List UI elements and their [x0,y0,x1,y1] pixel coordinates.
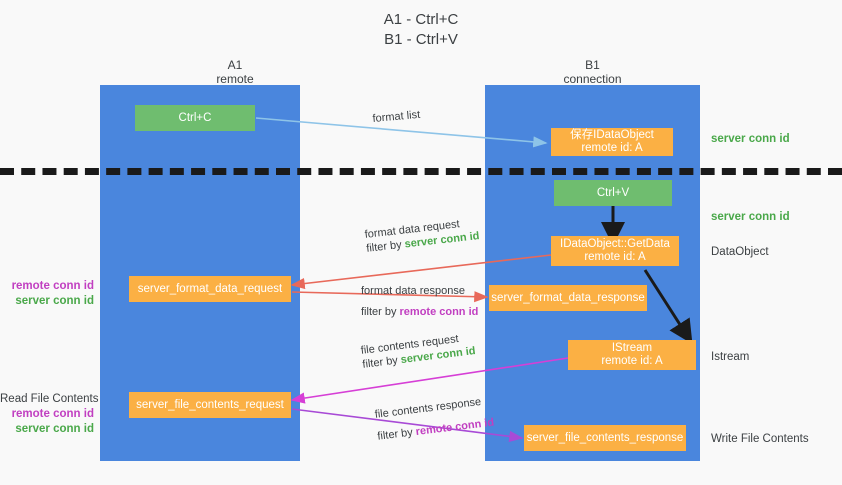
edge-label-format-data-response: format data response filter by remote co… [361,284,478,319]
node-server-file-contents-response[interactable]: server_file_contents_response [524,425,686,451]
node-server-format-data-response-label: server_format_data_response [491,291,645,304]
lane-header-b1-sub: connection [563,72,622,86]
lane-header-a1-sub: remote [216,72,254,86]
node-ctrl-v[interactable]: Ctrl+V [554,180,672,206]
node-save-idataobject-line2: remote id: A [581,142,643,154]
annotation-write-file-contents: Write File Contents [711,433,809,445]
node-ctrl-c[interactable]: Ctrl+C [135,105,255,131]
filter-prefix: filter by [365,238,406,255]
edge-label-format-list-text: format list [372,108,421,125]
filter-prefix: filter by [361,354,402,371]
node-idataobject-getdata-line1: IDataObject::GetData [560,238,670,250]
node-server-file-contents-request[interactable]: server_file_contents_request [129,392,291,418]
node-server-format-data-request[interactable]: server_format_data_request [129,276,291,302]
node-server-format-data-request-label: server_format_data_request [137,282,283,295]
phase-divider [0,168,842,175]
filter-value-remote-conn-id: remote conn id [415,416,495,439]
node-ctrl-v-label: Ctrl+V [596,186,630,199]
edge-label-format-data-response-text: format data response [361,285,465,297]
edge-label-file-contents-response-filter: filter by remote conn id [377,416,495,444]
node-ctrl-c-label: Ctrl+C [178,111,212,124]
title-line-1: A1 - Ctrl+C [383,11,459,28]
lane-header-a1-name: A1 [227,58,243,72]
annotation-server-conn-id-3: server conn id [15,295,94,307]
annotation-server-conn-id-4: server conn id [15,423,94,435]
annotation-remote-conn-id-2: remote conn id [11,408,94,420]
annotation-group-format: remote conn id server conn id [0,279,94,309]
node-idataobject-getdata[interactable]: IDataObject::GetData remote id: A [551,236,679,266]
node-server-file-contents-request-label: server_file_contents_request [136,398,284,411]
diagram-title: A1 - Ctrl+C B1 - Ctrl+V [0,10,842,50]
node-istream-line2: remote id: A [601,355,663,367]
edge-label-file-contents-response: file contents response filter by remote … [374,394,495,444]
node-istream-line1: IStream [611,342,653,354]
node-server-file-contents-response-label: server_file_contents_response [526,431,684,444]
annotation-server-conn-id-2: server conn id [711,211,790,223]
annotation-remote-conn-id-1: remote conn id [11,280,94,292]
title-line-2: B1 - Ctrl+V [384,31,458,48]
edge-label-format-list: format list [372,108,421,126]
filter-prefix: filter by [361,306,400,318]
lane-header-b1-name: B1 [585,58,600,72]
filter-prefix: filter by [376,426,417,443]
annotation-server-conn-id-1: server conn id [711,133,790,145]
edge-label-file-contents-request: file contents request filter by server c… [360,330,476,372]
annotation-dataobject: DataObject [711,246,769,258]
annotation-group-file-contents: Read File Contents remote conn id server… [0,392,99,437]
node-server-format-data-response[interactable]: server_format_data_response [489,285,647,311]
lane-header-b1: B1 connection [485,58,700,86]
node-save-idataobject[interactable]: 保存IDataObject remote id: A [551,128,673,156]
annotation-istream: Istream [711,351,750,363]
annotation-read-file-contents: Read File Contents [0,393,99,405]
node-save-idataobject-line1: 保存IDataObject [570,129,654,141]
filter-value-remote-conn-id: remote conn id [399,306,479,318]
node-idataobject-getdata-line2: remote id: A [584,251,646,263]
edge-label-format-data-response-filter: filter by remote conn id [361,305,478,319]
edge-label-format-data-request: format data request filter by server con… [364,215,480,256]
node-istream[interactable]: IStream remote id: A [568,340,696,370]
lane-header-a1: A1 remote [100,58,370,86]
